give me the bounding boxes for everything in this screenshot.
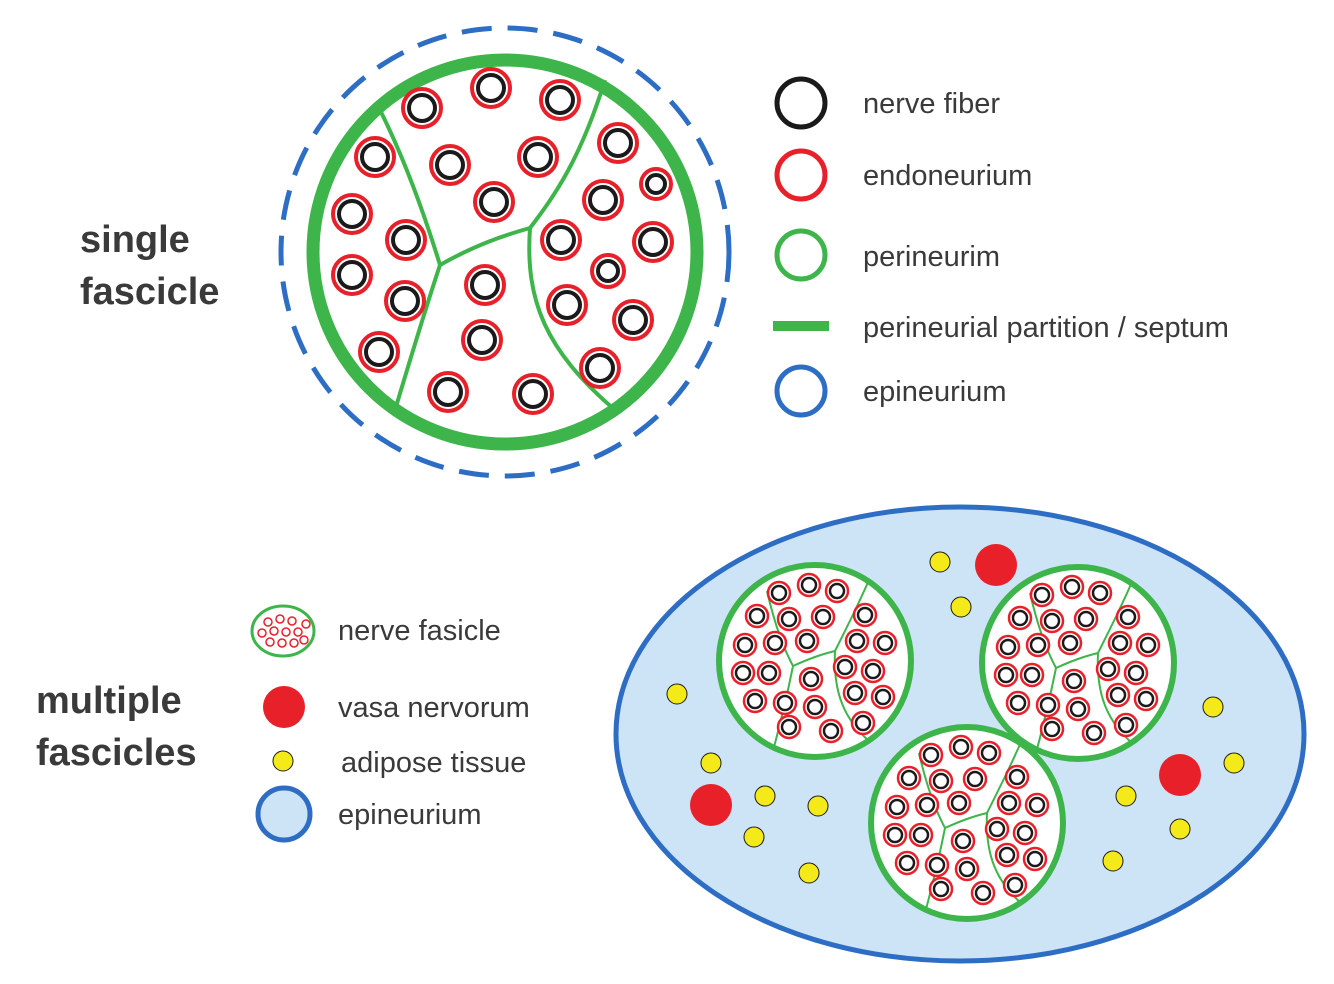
legend-bottom: nerve fasicle vasa nervorum adipose tiss…: [250, 604, 530, 843]
multiple-fascicles-illustration: [613, 504, 1307, 964]
single-fascicle-title-line1: single: [80, 219, 190, 261]
single-fascicle-title-line2: fascicle: [80, 271, 219, 313]
nerve-fiber-icon: [774, 76, 828, 130]
vasa-nervorum-icon: [263, 686, 305, 728]
nerve-fibers-group: [331, 67, 674, 415]
legend-label-septum: perineurial partition / septum: [863, 312, 1229, 344]
fascicle-right: [979, 564, 1177, 762]
vasa-nervorum-vessels: [690, 544, 1201, 826]
legend-label-vasa-nervorum: vasa nervorum: [338, 692, 530, 724]
legend-label-perineurium: perineurim: [863, 241, 1000, 273]
epineurium-dashed-ring: [278, 25, 732, 479]
epineurium-icon: [255, 785, 313, 843]
legend-label-nerve-fascicle: nerve fasicle: [338, 615, 501, 647]
adipose-tissue-cells: [666, 551, 1245, 884]
legend-label-epineurium-top: epineurium: [863, 376, 1006, 408]
multiple-fascicles-title-line2: fascicles: [36, 732, 197, 774]
fascicle-bottom: [868, 724, 1066, 922]
adipose-tissue-icon: [272, 750, 294, 772]
endoneurium-icon: [774, 148, 828, 202]
septum-lines: [378, 79, 617, 412]
nerve-fascicle-icon: [250, 604, 316, 658]
legend-label-adipose-tissue: adipose tissue: [341, 747, 526, 779]
perineurium-icon: [774, 228, 828, 282]
legend-label-nerve-fiber: nerve fiber: [863, 88, 1000, 120]
multiple-fascicles-title-line1: multiple: [36, 680, 182, 722]
legend-label-epineurium-bottom: epineurium: [338, 799, 481, 831]
single-fascicle-illustration: [278, 25, 732, 479]
legend-label-endoneurium: endoneurium: [863, 160, 1032, 192]
fascicle-left: [716, 562, 914, 760]
epineurium-icon: [774, 364, 828, 418]
legend-top: nerve fiber endoneurium perineurim perin…: [773, 76, 1229, 418]
septum-icon: [773, 321, 829, 331]
